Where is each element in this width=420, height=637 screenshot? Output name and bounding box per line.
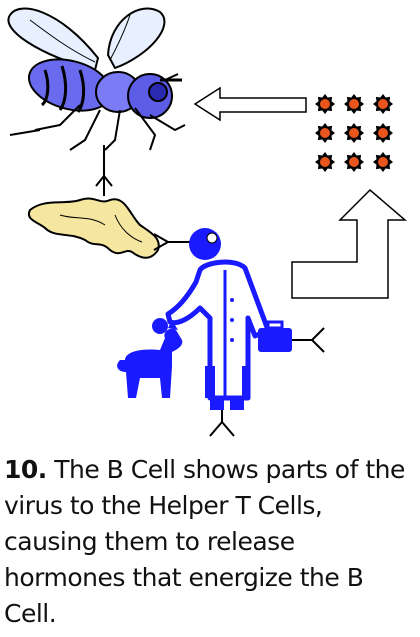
hormone-dot-icon: [315, 123, 335, 143]
scientist-coat: [165, 259, 271, 401]
scientist-head: [189, 228, 221, 260]
scientist-briefcase: [258, 328, 292, 352]
dog-icon: [117, 320, 183, 398]
antigen-blob-icon: [27, 197, 160, 259]
step-number: 10.: [4, 455, 47, 484]
hormone-dot-icon: [315, 152, 335, 172]
fly-icon: [7, 7, 186, 151]
hormone-dot-icon: [373, 152, 393, 172]
hormone-grid: [315, 94, 393, 172]
hormone-dot-icon: [373, 123, 393, 143]
hormone-dot-icon: [344, 152, 364, 172]
fly-wing-right: [107, 7, 166, 69]
caption-text: The B Cell shows parts of the virus to t…: [4, 455, 405, 628]
arrow-left-icon: [193, 86, 307, 122]
briefcase-receptor: [292, 327, 325, 353]
hormone-dot-icon: [315, 94, 335, 114]
hormone-dot-icon: [344, 123, 364, 143]
bottom-receptor: [209, 410, 235, 437]
receptor-stalk: [95, 145, 113, 196]
hormone-dot-icon: [373, 94, 393, 114]
hormone-dot-icon: [344, 94, 364, 114]
arrow-up-icon: [291, 188, 408, 299]
scientist-icon: [152, 228, 292, 410]
diagram-caption: 10. The B Cell shows parts of the virus …: [4, 452, 414, 632]
diagram-canvas: [7, 7, 408, 437]
